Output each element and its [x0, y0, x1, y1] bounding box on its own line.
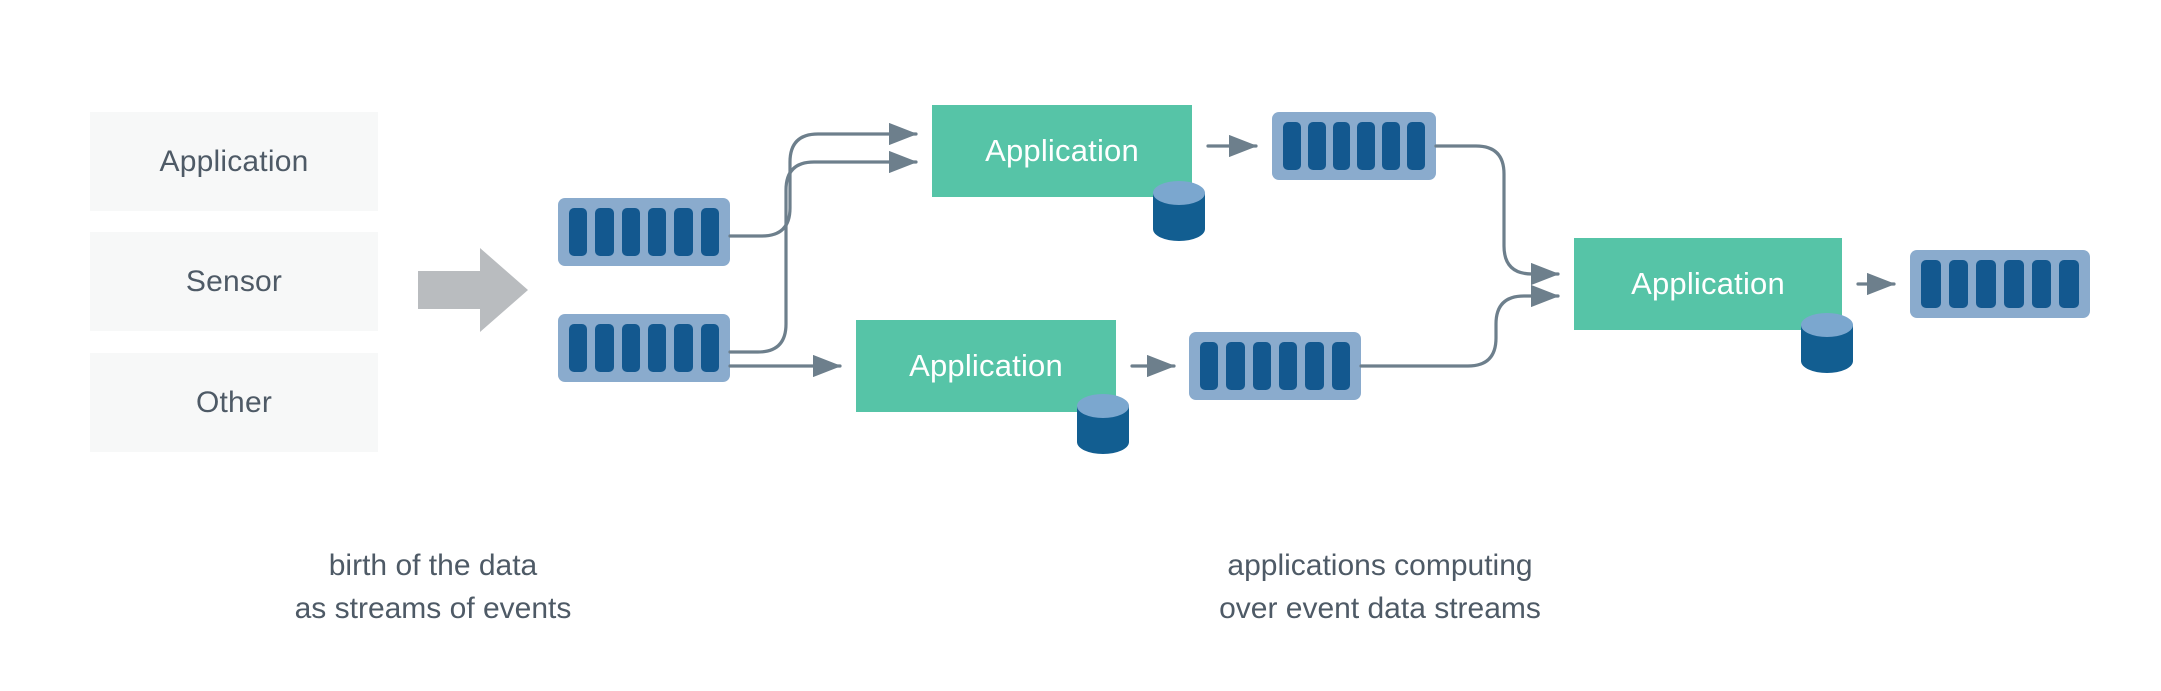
- stream-bar: [700, 208, 719, 256]
- stream-bar: [569, 324, 588, 372]
- stream-bar: [569, 208, 588, 256]
- application-box-top: Application: [932, 105, 1192, 197]
- stream-bar: [1332, 122, 1351, 170]
- caption-left-line2: as streams of events: [294, 591, 572, 625]
- database-cylinder-icon-top: [1153, 181, 1205, 241]
- application-label: Application: [985, 133, 1139, 168]
- application-box-final: Application: [1574, 238, 1842, 330]
- stream-bar: [674, 324, 693, 372]
- stream-icon-source-bottom: [558, 314, 730, 382]
- stream-bar: [647, 324, 667, 372]
- caption-left-line1: birth of the data: [328, 549, 538, 582]
- stream-icon-app-top-out: [1272, 112, 1436, 180]
- stream-bar: [595, 324, 614, 372]
- connector-stream-top-to-app-final: [1434, 144, 1560, 286]
- stream-bar: [1283, 122, 1301, 170]
- application-label: Application: [909, 348, 1063, 383]
- stream-bar: [621, 324, 640, 372]
- stream-bar: [1278, 342, 1298, 390]
- stream-bar: [1252, 342, 1271, 390]
- stream-icon-final-out: [1910, 250, 2090, 318]
- stream-bar: [1200, 342, 1219, 390]
- caption-left: birth of the data as streams of events: [178, 545, 688, 630]
- stream-bar: [700, 324, 719, 372]
- stream-bar: [647, 208, 667, 256]
- stream-bar: [2004, 260, 2024, 308]
- caption-right-line2: over event data streams: [1219, 591, 1541, 625]
- stream-bar: [2031, 260, 2052, 308]
- stream-bar: [621, 208, 640, 256]
- stream-bar: [1407, 122, 1425, 170]
- application-label: Application: [1631, 266, 1785, 301]
- stream-bar: [2059, 260, 2080, 308]
- source-box-label: Other: [195, 385, 273, 419]
- source-box-label: Application: [159, 144, 309, 178]
- stream-bar: [1305, 342, 1324, 390]
- source-box-sensor: Sensor: [90, 232, 378, 331]
- stream-bar: [1948, 260, 1969, 308]
- stream-bar: [1357, 122, 1376, 170]
- stream-bar: [674, 208, 693, 256]
- source-box-other: Other: [90, 353, 378, 452]
- connector-source-top-to-app-top: [728, 122, 918, 238]
- stream-icon-source-top: [558, 198, 730, 266]
- stream-bar: [1331, 342, 1350, 390]
- ingest-arrow-icon: [418, 248, 528, 332]
- source-box-label: Sensor: [185, 264, 283, 298]
- database-cylinder-icon-bottom: [1077, 394, 1129, 454]
- caption-right: applications computing over event data s…: [1120, 545, 1640, 630]
- stream-icon-app-bottom-out: [1189, 332, 1361, 400]
- source-box-application: Application: [90, 112, 378, 211]
- caption-right-line1: applications computing: [1227, 549, 1533, 582]
- database-cylinder-icon-final: [1801, 313, 1853, 373]
- stream-bar: [1921, 260, 1941, 308]
- stream-bar: [1307, 122, 1326, 170]
- stream-bar: [1226, 342, 1245, 390]
- connector-stream-bottom-to-app-final: [1359, 284, 1560, 368]
- stream-bar: [1976, 260, 1997, 308]
- stream-bar: [595, 208, 614, 256]
- stream-bar: [1382, 122, 1401, 170]
